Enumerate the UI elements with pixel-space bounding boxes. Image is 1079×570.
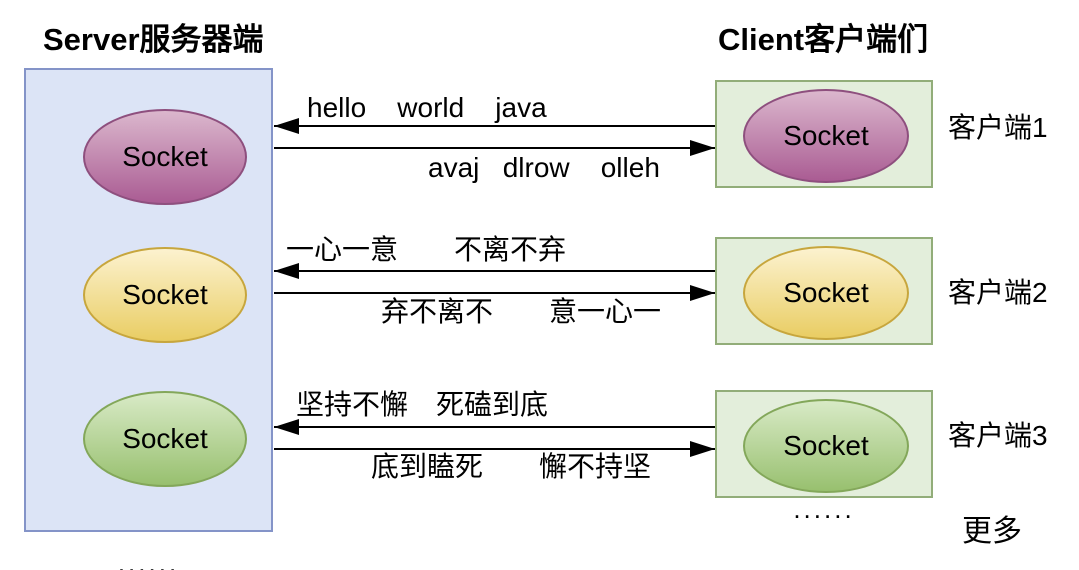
message-client3-to-server: 坚持不懈 死磕到底 <box>296 389 549 420</box>
server-title: Server服务器端 <box>43 22 264 57</box>
arrow-line <box>274 426 715 428</box>
client-socket-3: Socket <box>743 399 909 493</box>
server-socket-2: Socket <box>83 247 247 343</box>
arrowhead-left-icon <box>274 263 299 279</box>
client-socket-1-label: Socket <box>783 120 869 151</box>
arrowhead-right-icon <box>690 140 715 156</box>
server-socket-3-label: Socket <box>122 423 208 454</box>
client-socket-2-label: Socket <box>783 277 869 308</box>
server-socket-1-label: Socket <box>122 141 208 172</box>
client-1-name: 客户端1 <box>948 112 1048 143</box>
arrowhead-right-icon <box>690 441 715 457</box>
arrow-line <box>274 448 715 450</box>
arrow-line <box>274 125 715 127</box>
arrowhead-right-icon <box>690 285 715 301</box>
arrowhead-left-icon <box>274 118 299 134</box>
client-socket-3-label: Socket <box>783 430 869 461</box>
arrow-line <box>274 292 715 294</box>
arrowhead-left-icon <box>274 419 299 435</box>
message-server-to-client1: avaj dlrow olleh <box>428 152 660 183</box>
server-more-dots: ...... <box>117 548 180 570</box>
arrow-line <box>274 147 715 149</box>
message-client1-to-server: hello world java <box>307 92 547 123</box>
server-socket-1: Socket <box>83 109 247 205</box>
client-box-2: Socket <box>715 237 933 345</box>
message-server-to-client2: 弃不离不 意一心一 <box>381 296 662 327</box>
message-server-to-client3: 底到瞌死 懈不持坚 <box>371 451 652 482</box>
message-client2-to-server: 一心一意 不离不弃 <box>286 234 567 265</box>
client-box-3: Socket <box>715 390 933 498</box>
client-socket-1: Socket <box>743 89 909 183</box>
server-box: Socket Socket Socket ...... <box>24 68 273 570</box>
server-socket-2-label: Socket <box>122 279 208 310</box>
client-3-name: 客户端3 <box>948 420 1048 451</box>
client-2-name: 客户端2 <box>948 277 1048 308</box>
arrow-line <box>274 270 715 272</box>
server-socket-3: Socket <box>83 391 247 487</box>
clients-title: Client客户端们 <box>718 22 929 57</box>
client-box-1: Socket <box>715 80 933 188</box>
clients-more-dots: ...... <box>793 494 855 524</box>
client-socket-2: Socket <box>743 246 909 340</box>
more-clients-label: 更多 <box>962 515 1022 548</box>
